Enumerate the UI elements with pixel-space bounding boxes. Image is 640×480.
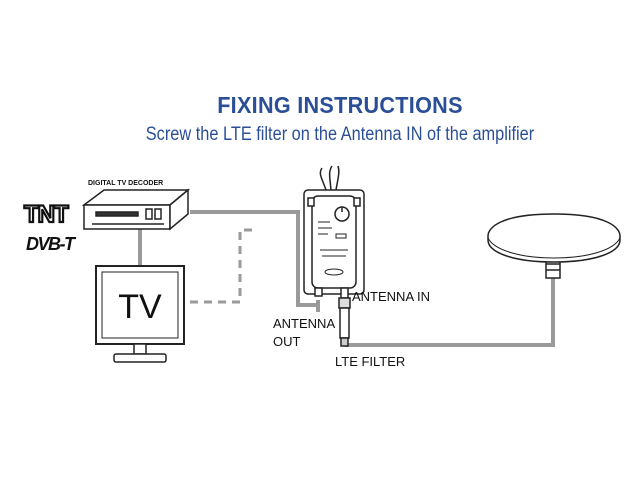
antenna-in-label: ANTENNA IN xyxy=(352,289,430,304)
dvbt-logo-text: DVB-T xyxy=(26,234,77,254)
page-title: FIXING INSTRUCTIONS xyxy=(217,92,463,118)
lte-filter-label: LTE FILTER xyxy=(335,354,405,369)
antenna-out-label-line1: ANTENNA xyxy=(273,316,335,331)
decoder-device: DIGITAL TV DECODER xyxy=(81,180,191,231)
tv-label: TV xyxy=(118,288,162,326)
tnt-logo: TNT xyxy=(23,200,71,229)
antenna-out-label-line2: OUT xyxy=(273,334,301,349)
amplifier-device xyxy=(303,165,365,299)
tv-device: TV xyxy=(95,265,185,363)
tnt-logo-text: TNT xyxy=(24,201,69,228)
outdoor-antenna xyxy=(487,213,621,279)
cable-filter-to-antenna xyxy=(345,278,555,347)
lte-filter xyxy=(338,297,351,347)
dvbt-logo: DVB-T xyxy=(26,234,78,254)
cable-dashed-tv-link xyxy=(190,228,258,304)
cable-decoder-to-amplifier xyxy=(190,210,318,307)
decoder-label: DIGITAL TV DECODER xyxy=(88,180,163,187)
cables xyxy=(138,210,555,347)
page-subtitle: Screw the LTE filter on the Antenna IN o… xyxy=(145,124,535,145)
